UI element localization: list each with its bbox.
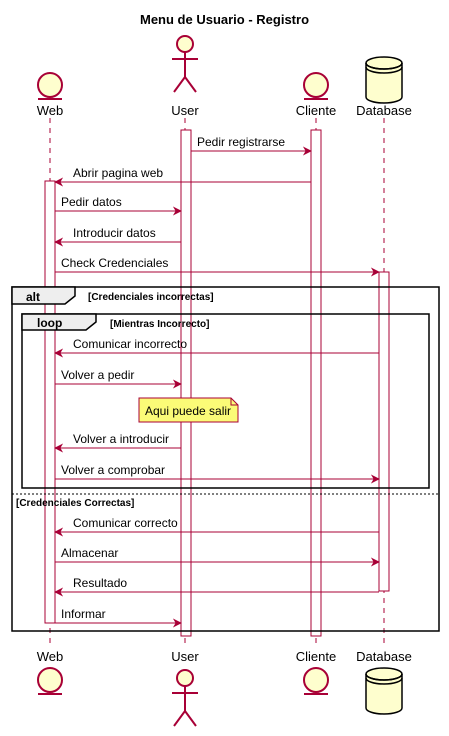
activation-cliente [310,129,322,637]
message-label: Check Credenciales [61,256,168,270]
message-label: Volver a introducir [73,432,169,446]
diagram-title: Menu de Usuario - Registro [140,12,309,27]
alt-frame-condition-2: [Credenciales Correctas] [16,498,134,509]
participant-database-top-label: Database [356,103,412,118]
participant-web-bottom: Web [37,649,64,695]
message-informar: Informar [55,607,182,628]
participant-cliente-bottom-label: Cliente [296,649,336,664]
participant-user-bottom-label: User [171,649,199,664]
loop-frame-label: loop [37,316,62,330]
participant-database-top: Database [356,56,412,118]
participant-web-top-label: Web [37,103,64,118]
activation-web [44,180,56,624]
message-label: Introducir datos [73,226,156,240]
message-label: Comunicar incorrecto [73,337,187,351]
participant-cliente-top-label: Cliente [296,103,336,118]
participant-web-top: Web [37,72,64,118]
message-label: Volver a pedir [61,368,134,382]
message-label: Volver a comprobar [61,463,165,477]
message-pedir-datos: Pedir datos [55,195,182,216]
message-label: Informar [61,607,106,621]
message-volver-a-pedir: Volver a pedir [55,368,182,389]
alt-frame-label: alt [26,290,40,304]
activation-database [378,271,390,592]
message-volver-a-introducir: Volver a introducir [54,432,181,453]
loop-frame-condition: [Mientras Incorrecto] [110,319,209,330]
message-volver-a-comprobar: Volver a comprobar [55,463,380,484]
message-abrir-pagina-web: Abrir pagina web [54,166,311,187]
participant-database-bottom: Database [356,649,412,715]
participant-user-bottom: User [171,649,199,727]
participant-cliente-top: Cliente [296,72,336,118]
message-label: Pedir registrarse [197,135,285,149]
message-resultado: Resultado [54,576,379,597]
note: Aqui puede salir [138,397,239,423]
loop-frame: loop [Mientras Incorrecto] [21,313,430,489]
message-label: Resultado [73,576,127,590]
activation-user [180,129,192,637]
participant-user-top-label: User [171,103,199,118]
message-label: Abrir pagina web [73,166,163,180]
note-text: Aqui puede salir [145,404,231,418]
participant-user-top: User [171,35,199,118]
participant-cliente-bottom: Cliente [296,649,336,695]
message-almacenar: Almacenar [55,546,380,567]
participant-web-bottom-label: Web [37,649,64,664]
alt-frame-condition-1: [Credenciales incorrectas] [88,292,214,303]
message-label: Almacenar [61,546,118,560]
message-comunicar-incorrecto: Comunicar incorrecto [54,337,379,358]
message-comunicar-correcto: Comunicar correcto [54,516,379,537]
alt-frame: alt [Credenciales incorrectas] [Credenci… [11,286,440,632]
message-label: Pedir datos [61,195,122,209]
message-pedir-registrarse: Pedir registrarse [191,135,312,156]
message-label: Comunicar correcto [73,516,178,530]
participant-database-bottom-label: Database [356,649,412,664]
message-introducir-datos: Introducir datos [54,226,181,247]
message-check-credenciales: Check Credenciales [55,256,380,277]
